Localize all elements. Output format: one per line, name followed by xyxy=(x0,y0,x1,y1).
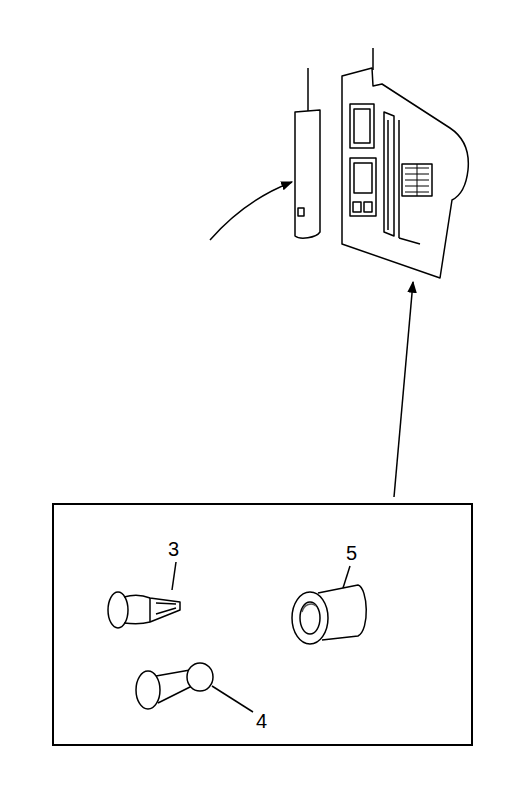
callout-number: 3 xyxy=(168,539,179,559)
inset-box: 3 5 4 xyxy=(52,503,473,746)
leader-line xyxy=(307,68,309,112)
anchor-fastener xyxy=(108,562,180,628)
arrow xyxy=(210,182,292,240)
callout-number: 5 xyxy=(346,543,357,563)
panel xyxy=(342,68,468,278)
cover-piece xyxy=(295,110,320,238)
leader-line xyxy=(372,48,374,70)
arrow xyxy=(394,282,413,497)
panel-slot xyxy=(384,112,394,236)
grille xyxy=(402,164,432,196)
callout-number: 4 xyxy=(256,711,267,731)
grommet xyxy=(292,566,366,644)
panel-window xyxy=(350,104,374,148)
panel-window xyxy=(350,158,376,216)
push-pin xyxy=(136,663,253,712)
